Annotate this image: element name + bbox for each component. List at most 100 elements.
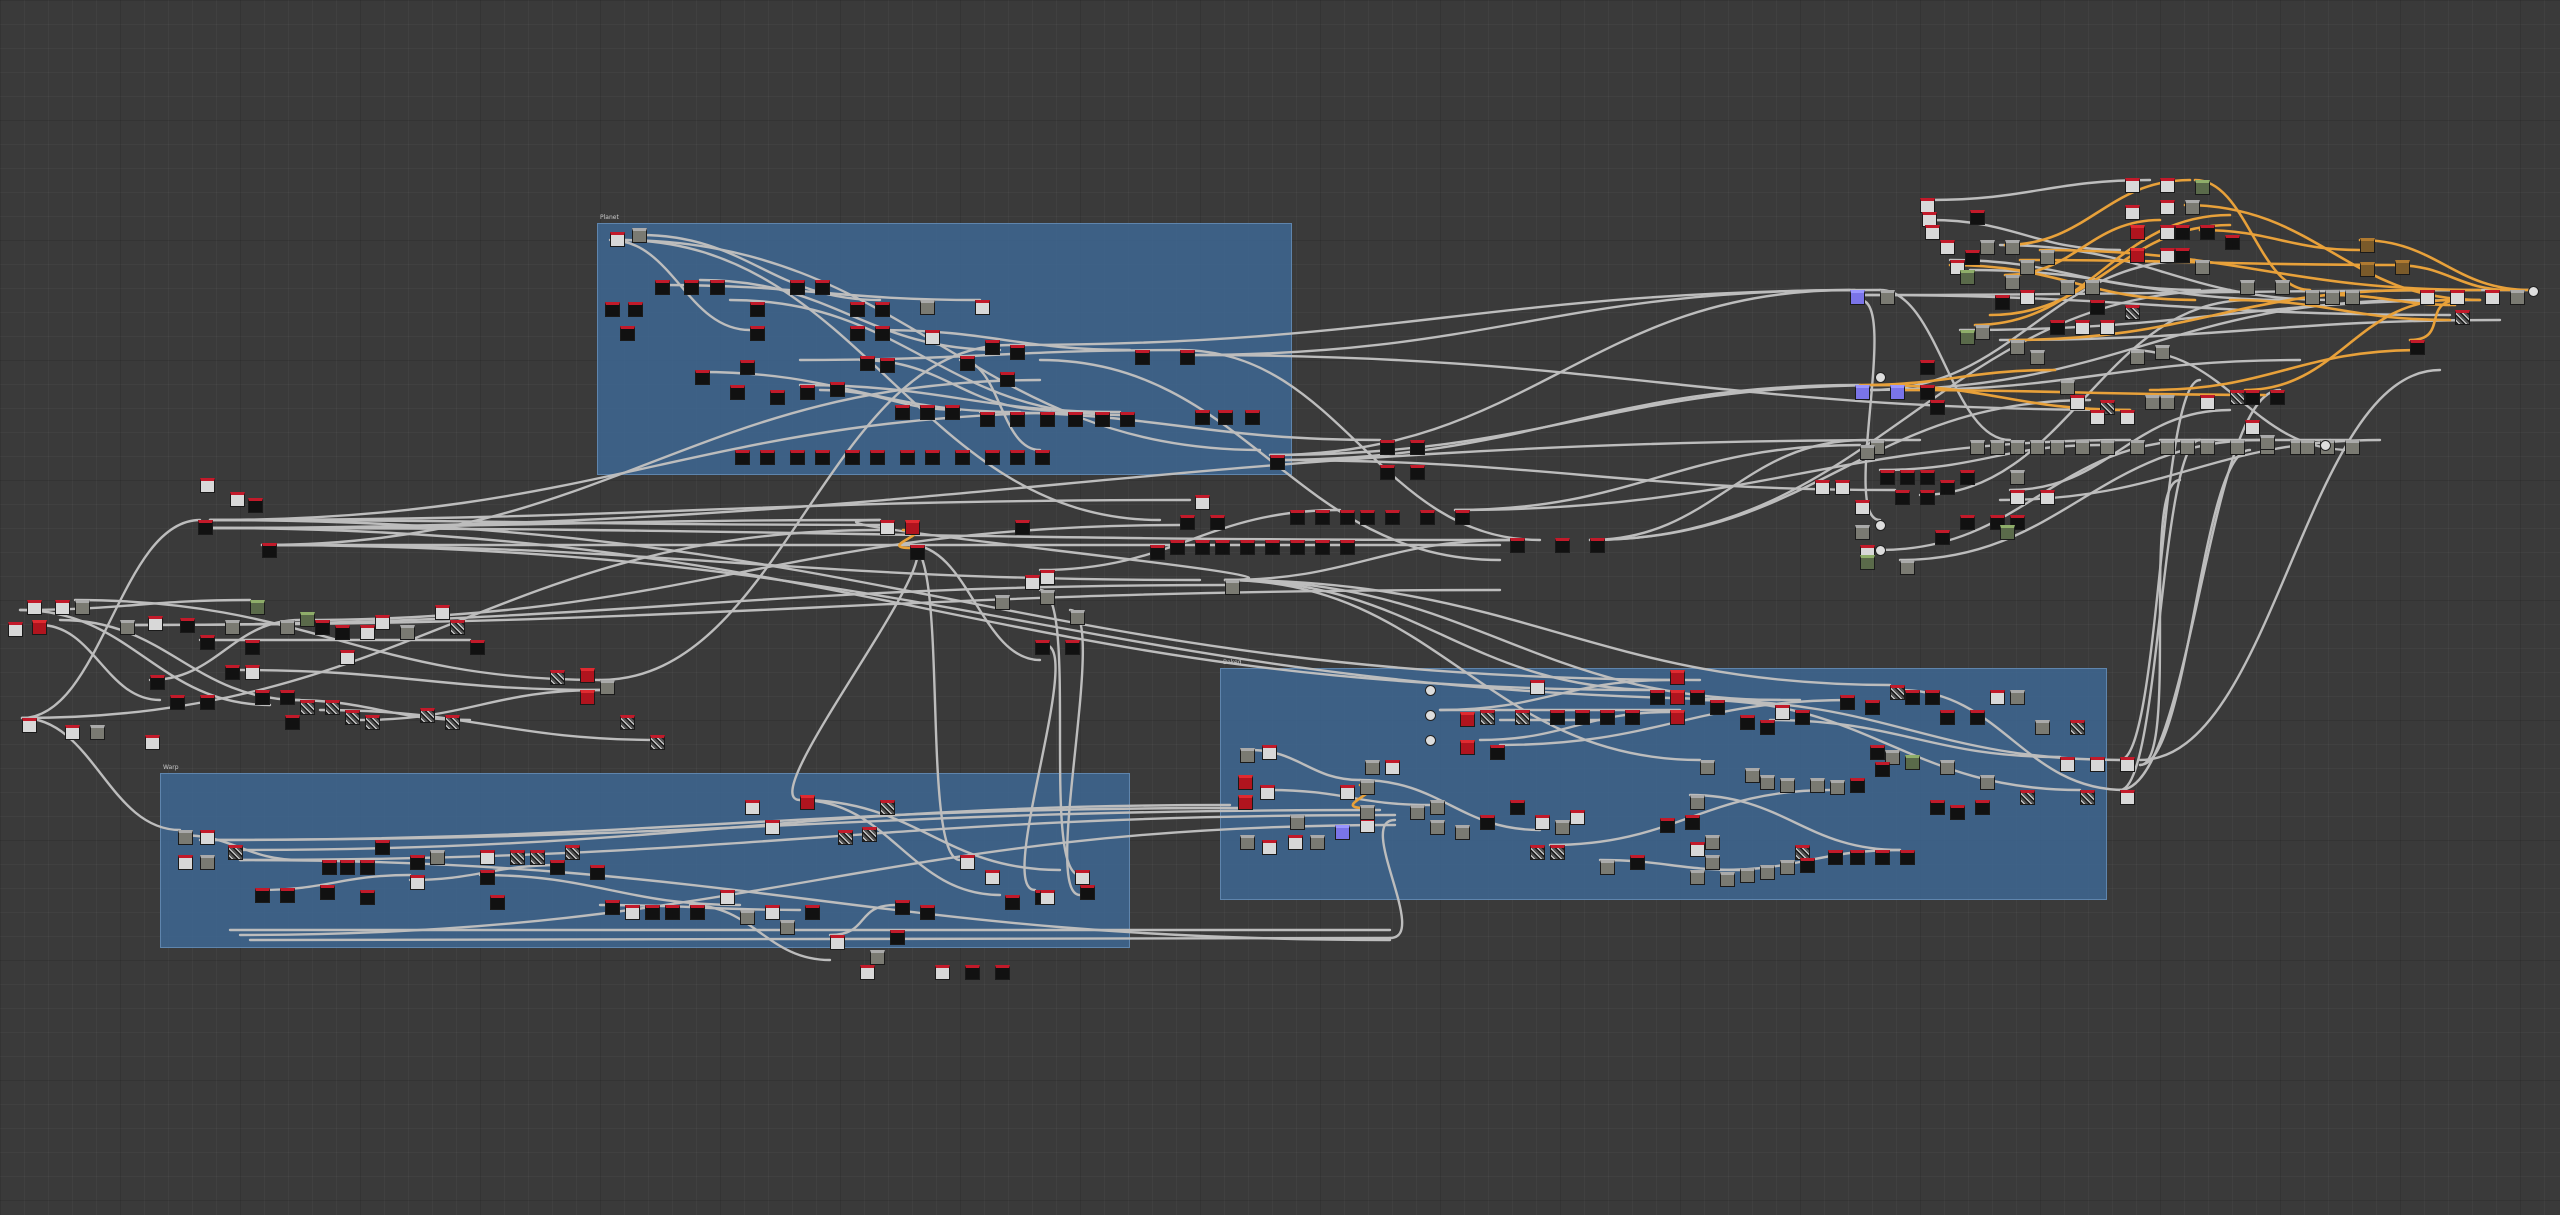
- graph-node[interactable]: [1335, 825, 1350, 840]
- graph-node[interactable]: [1530, 845, 1545, 860]
- graph-node[interactable]: [1660, 818, 1675, 833]
- graph-node[interactable]: [2090, 410, 2105, 425]
- graph-node[interactable]: [2020, 790, 2035, 805]
- graph-node[interactable]: [1015, 520, 1030, 535]
- graph-node[interactable]: [2160, 200, 2175, 215]
- graph-node[interactable]: [1068, 412, 1083, 427]
- graph-node[interactable]: [8, 622, 23, 637]
- graph-node[interactable]: [665, 905, 680, 920]
- graph-node[interactable]: [285, 715, 300, 730]
- graph-node[interactable]: [1670, 670, 1685, 685]
- graph-node[interactable]: [695, 370, 710, 385]
- graph-node[interactable]: [2240, 280, 2255, 295]
- graph-node[interactable]: [1040, 570, 1055, 585]
- graph-node[interactable]: [2185, 200, 2200, 215]
- graph-node[interactable]: [920, 905, 935, 920]
- graph-node[interactable]: [2200, 440, 2215, 455]
- graph-node[interactable]: [435, 605, 450, 620]
- graph-node[interactable]: [360, 890, 375, 905]
- graph-node[interactable]: [2345, 290, 2360, 305]
- graph-node[interactable]: [1480, 815, 1495, 830]
- graph-node[interactable]: [1860, 555, 1875, 570]
- graph-node[interactable]: [1890, 685, 1905, 700]
- graph-node[interactable]: [1010, 450, 1025, 465]
- graph-node[interactable]: [120, 620, 135, 635]
- graph-node[interactable]: [322, 860, 337, 875]
- graph-node[interactable]: [1920, 470, 1935, 485]
- graph-node[interactable]: [365, 715, 380, 730]
- graph-node[interactable]: [1425, 685, 1436, 696]
- graph-node[interactable]: [1290, 815, 1305, 830]
- graph-node[interactable]: [2040, 490, 2055, 505]
- graph-node[interactable]: [1095, 412, 1110, 427]
- graph-node[interactable]: [735, 450, 750, 465]
- graph-node[interactable]: [2270, 390, 2285, 405]
- graph-node[interactable]: [375, 615, 390, 630]
- graph-node[interactable]: [1840, 695, 1855, 710]
- graph-node[interactable]: [2160, 225, 2175, 240]
- graph-node[interactable]: [2100, 320, 2115, 335]
- graph-node[interactable]: [1828, 850, 1843, 865]
- graph-node[interactable]: [1920, 490, 1935, 505]
- graph-node[interactable]: [1875, 545, 1886, 556]
- graph-node[interactable]: [750, 302, 765, 317]
- graph-node[interactable]: [1600, 860, 1615, 875]
- graph-node[interactable]: [1940, 710, 1955, 725]
- graph-node[interactable]: [90, 725, 105, 740]
- graph-node[interactable]: [1990, 690, 2005, 705]
- graph-node[interactable]: [280, 620, 295, 635]
- graph-node[interactable]: [1920, 198, 1935, 213]
- graph-node[interactable]: [790, 450, 805, 465]
- graph-node[interactable]: [1360, 780, 1375, 795]
- graph-node[interactable]: [1880, 290, 1895, 305]
- graph-node[interactable]: [1690, 842, 1705, 857]
- graph-node[interactable]: [245, 640, 260, 655]
- graph-node[interactable]: [605, 302, 620, 317]
- graph-node[interactable]: [262, 543, 277, 558]
- graph-node[interactable]: [800, 795, 815, 810]
- graph-node[interactable]: [450, 620, 465, 635]
- graph-node[interactable]: [1720, 872, 1735, 887]
- graph-node[interactable]: [2010, 470, 2025, 485]
- graph-node[interactable]: [1080, 885, 1095, 900]
- graph-node[interactable]: [490, 895, 505, 910]
- graph-node[interactable]: [620, 326, 635, 341]
- graph-node[interactable]: [410, 875, 425, 890]
- graph-node[interactable]: [995, 595, 1010, 610]
- graph-node[interactable]: [22, 718, 37, 733]
- graph-node[interactable]: [2485, 290, 2500, 305]
- graph-node[interactable]: [2060, 380, 2075, 395]
- graph-node[interactable]: [1515, 710, 1530, 725]
- graph-node[interactable]: [1830, 780, 1845, 795]
- graph-node[interactable]: [1905, 755, 1920, 770]
- graph-node[interactable]: [2090, 300, 2105, 315]
- graph-node[interactable]: [1075, 870, 1090, 885]
- graph-node[interactable]: [1940, 240, 1955, 255]
- graph-node[interactable]: [1360, 805, 1375, 820]
- graph-node[interactable]: [2195, 180, 2210, 195]
- graph-node[interactable]: [1875, 372, 1886, 383]
- graph-node[interactable]: [2120, 757, 2135, 772]
- graph-node[interactable]: [2100, 440, 2115, 455]
- graph-node[interactable]: [225, 620, 240, 635]
- graph-node[interactable]: [1705, 835, 1720, 850]
- graph-node[interactable]: [1218, 410, 1233, 425]
- graph-node[interactable]: [2180, 440, 2195, 455]
- graph-node[interactable]: [1262, 840, 1277, 855]
- graph-node[interactable]: [2130, 350, 2145, 365]
- graph-node[interactable]: [1975, 800, 1990, 815]
- graph-node[interactable]: [230, 492, 245, 507]
- graph-node[interactable]: [1875, 520, 1886, 531]
- graph-node[interactable]: [1555, 820, 1570, 835]
- graph-node[interactable]: [1550, 845, 1565, 860]
- graph-node[interactable]: [1590, 538, 1605, 553]
- graph-node[interactable]: [765, 905, 780, 920]
- graph-node[interactable]: [2260, 435, 2275, 450]
- graph-node[interactable]: [1455, 825, 1470, 840]
- graph-node[interactable]: [870, 950, 885, 965]
- graph-node[interactable]: [198, 520, 213, 535]
- graph-node[interactable]: [1740, 868, 1755, 883]
- graph-node[interactable]: [960, 855, 975, 870]
- graph-node[interactable]: [1290, 510, 1305, 525]
- graph-node[interactable]: [1238, 795, 1253, 810]
